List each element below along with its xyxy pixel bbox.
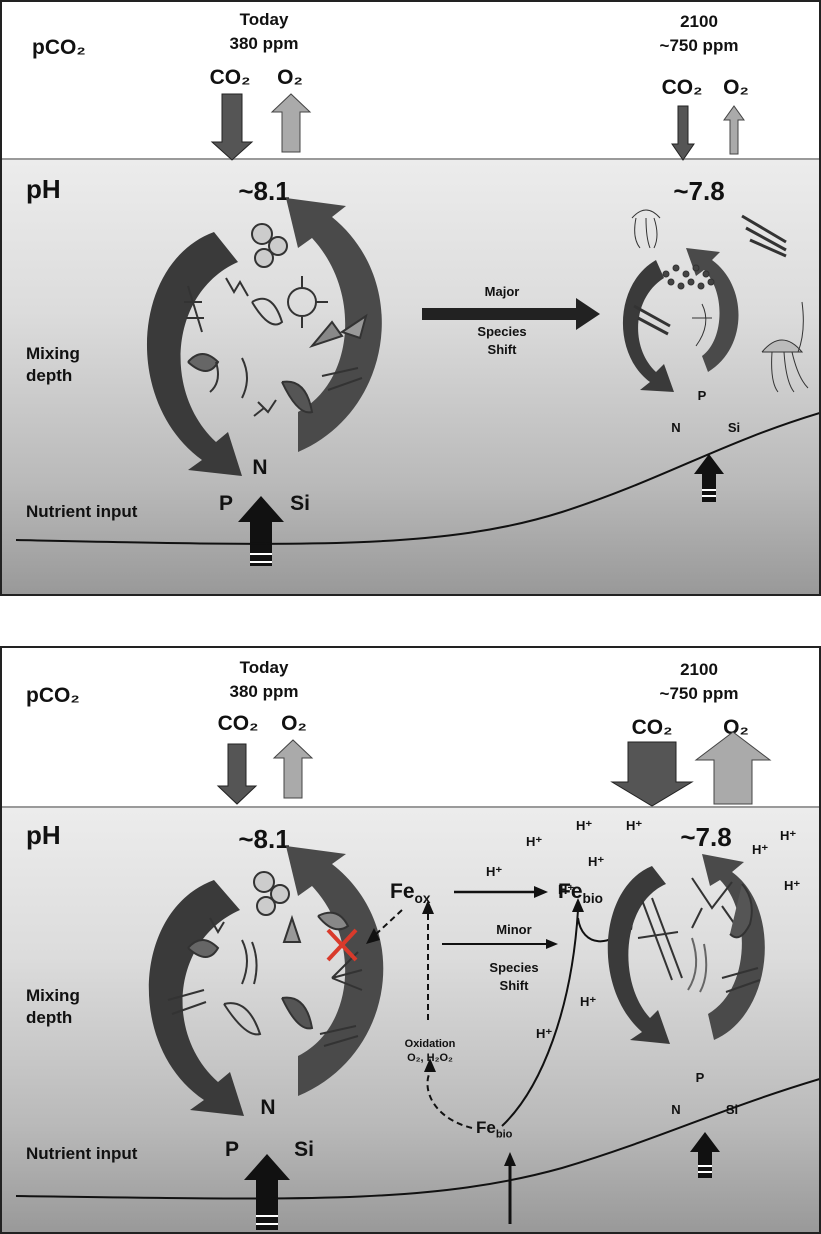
top-diagram-graphics (2, 2, 821, 596)
top-panel: pCO₂ Today 380 ppm CO₂ O₂ 2100 ~750 ppm … (0, 0, 821, 596)
o2-up-arrow (274, 740, 312, 798)
today-nutrient-arrow (244, 1154, 290, 1230)
co2-down-arrow (218, 744, 256, 804)
nutricline (16, 412, 821, 544)
co2-down-arrow (212, 94, 252, 160)
future-nutrient-arrow (690, 1132, 720, 1178)
o2-up-arrow (272, 94, 310, 152)
major-shift-arrow (422, 298, 600, 330)
future-co2-down-arrow (612, 742, 692, 806)
future-o2-up-arrow (696, 732, 770, 804)
nutricline (16, 1078, 821, 1199)
bottom-diagram-graphics (2, 648, 821, 1234)
minor-shift-arrow (442, 939, 558, 949)
fe-bio-source-arrow (504, 1152, 516, 1224)
bottom-panel: pCO₂ Today 380 ppm CO₂ O₂ 2100 ~750 ppm … (0, 646, 821, 1234)
oxidation-dashed-arrow (422, 900, 472, 1128)
future-nutrient-arrow (694, 454, 724, 502)
today-nutrient-arrow (238, 496, 284, 566)
fe-ox-to-fe-bio-arrow (454, 886, 548, 898)
future-o2-up-arrow (724, 106, 744, 154)
future-circulation-arrows (608, 854, 765, 1044)
future-co2-down-arrow (672, 106, 694, 160)
